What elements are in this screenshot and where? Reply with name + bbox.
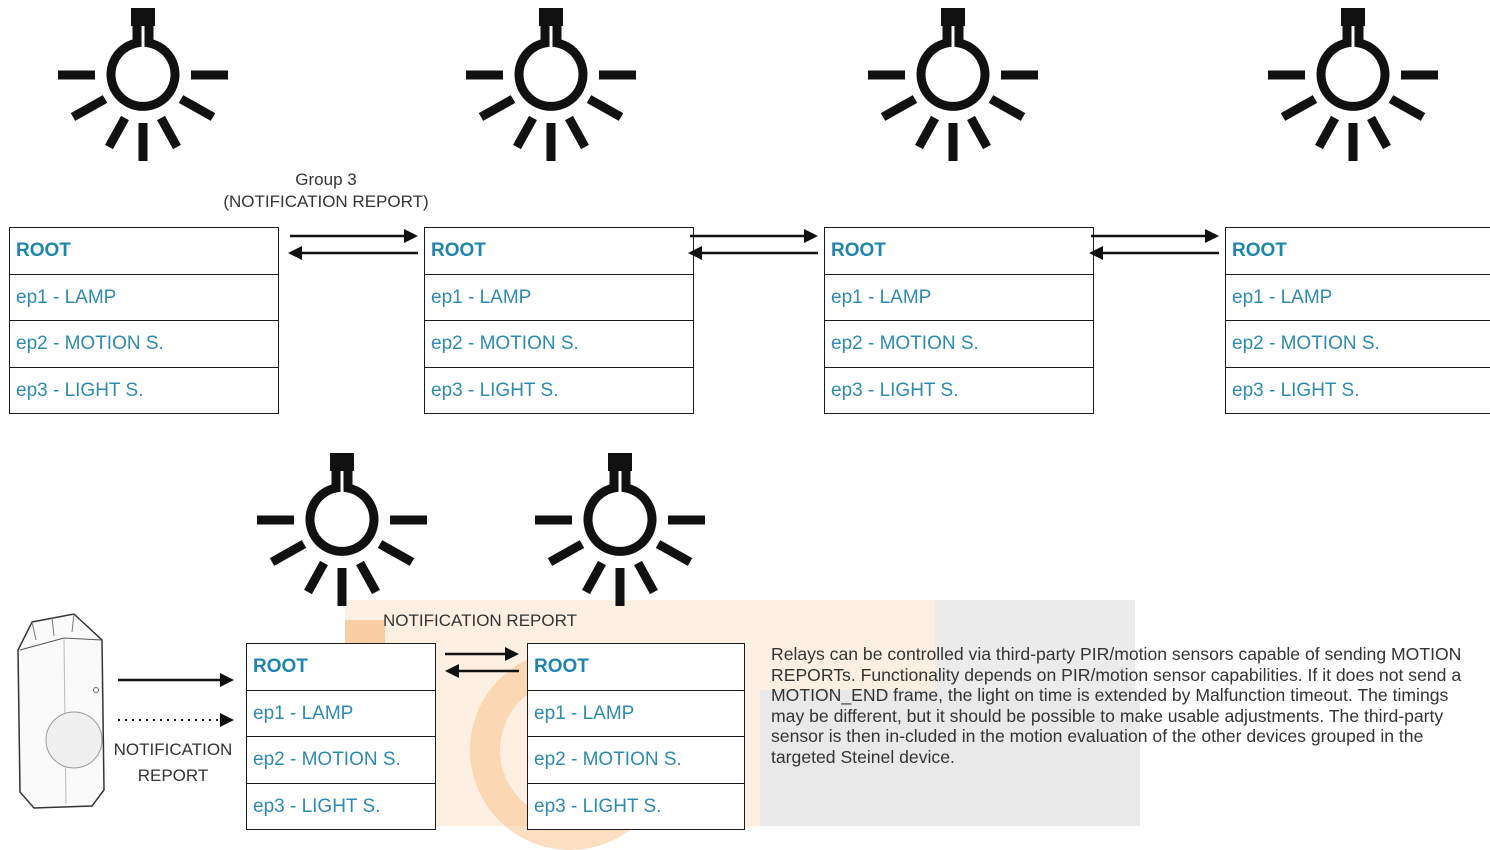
watermark-grey-2 [760, 690, 1140, 826]
group-label: Group 3 (NOTIFICATION REPORT) [196, 169, 456, 213]
node-ep2: ep2 - MOTION S. [825, 320, 1093, 367]
node-ep1: ep1 - LAMP [825, 273, 1093, 321]
light-bulb-icon [535, 453, 705, 606]
bidirectional-arrow [445, 647, 519, 678]
sensor-label: NOTIFICATION REPORT [98, 737, 248, 789]
device-node: ROOT ep1 - LAMP ep2 - MOTION S. ep3 - LI… [246, 643, 436, 830]
node-ep2: ep2 - MOTION S. [1226, 320, 1490, 367]
light-bulb-icon [466, 8, 636, 161]
node-ep3: ep3 - LIGHT S. [825, 366, 1093, 414]
light-bulb-icon [257, 453, 427, 606]
node-ep1: ep1 - LAMP [528, 689, 744, 737]
light-bulb-icon [868, 8, 1038, 161]
bidirectional-arrow [688, 229, 818, 260]
node-root: ROOT [534, 656, 589, 677]
node-ep1: ep1 - LAMP [1226, 273, 1490, 321]
node-ep1: ep1 - LAMP [10, 273, 278, 321]
node-root: ROOT [16, 240, 71, 261]
node-ep2: ep2 - MOTION S. [10, 320, 278, 367]
node-root: ROOT [431, 240, 486, 261]
device-node: ROOT ep1 - LAMP ep2 - MOTION S. ep3 - LI… [424, 227, 694, 414]
device-node: ROOT ep1 - LAMP ep2 - MOTION S. ep3 - LI… [824, 227, 1094, 414]
device-node: ROOT ep1 - LAMP ep2 - MOTION S. ep3 - LI… [9, 227, 279, 414]
group-label-line1: Group 3 [295, 170, 357, 189]
node-ep2: ep2 - MOTION S. [528, 736, 744, 783]
group-label-line2: (NOTIFICATION REPORT) [223, 192, 429, 211]
node-ep3: ep3 - LIGHT S. [247, 782, 435, 830]
bidirectional-arrow [288, 229, 418, 260]
node-ep3: ep3 - LIGHT S. [528, 782, 744, 830]
node-ep1: ep1 - LAMP [247, 689, 435, 737]
bottom-link-label: NOTIFICATION REPORT [383, 611, 577, 630]
motion-sensor-device-icon [17, 613, 105, 809]
sensor-label-line1: NOTIFICATION [113, 740, 233, 759]
node-ep3: ep3 - LIGHT S. [10, 366, 278, 414]
light-bulb-icon [58, 8, 228, 161]
node-ep2: ep2 - MOTION S. [425, 320, 693, 367]
node-ep3: ep3 - LIGHT S. [1226, 366, 1490, 414]
sensor-label-line2: REPORT [137, 766, 209, 785]
node-ep1: ep1 - LAMP [425, 273, 693, 321]
device-node: ROOT ep1 - LAMP ep2 - MOTION S. ep3 - LI… [527, 643, 745, 830]
light-bulb-icon [1268, 8, 1438, 161]
description-text: Relays can be controlled via third-party… [771, 644, 1462, 767]
device-node: ROOT ep1 - LAMP ep2 - MOTION S. ep3 - LI… [1225, 227, 1490, 414]
node-ep3: ep3 - LIGHT S. [425, 366, 693, 414]
sensor-arrows [118, 673, 234, 727]
bidirectional-arrow [1089, 229, 1219, 260]
node-root: ROOT [831, 240, 886, 261]
node-root: ROOT [253, 656, 308, 677]
node-ep2: ep2 - MOTION S. [247, 736, 435, 783]
node-root: ROOT [1232, 240, 1287, 261]
